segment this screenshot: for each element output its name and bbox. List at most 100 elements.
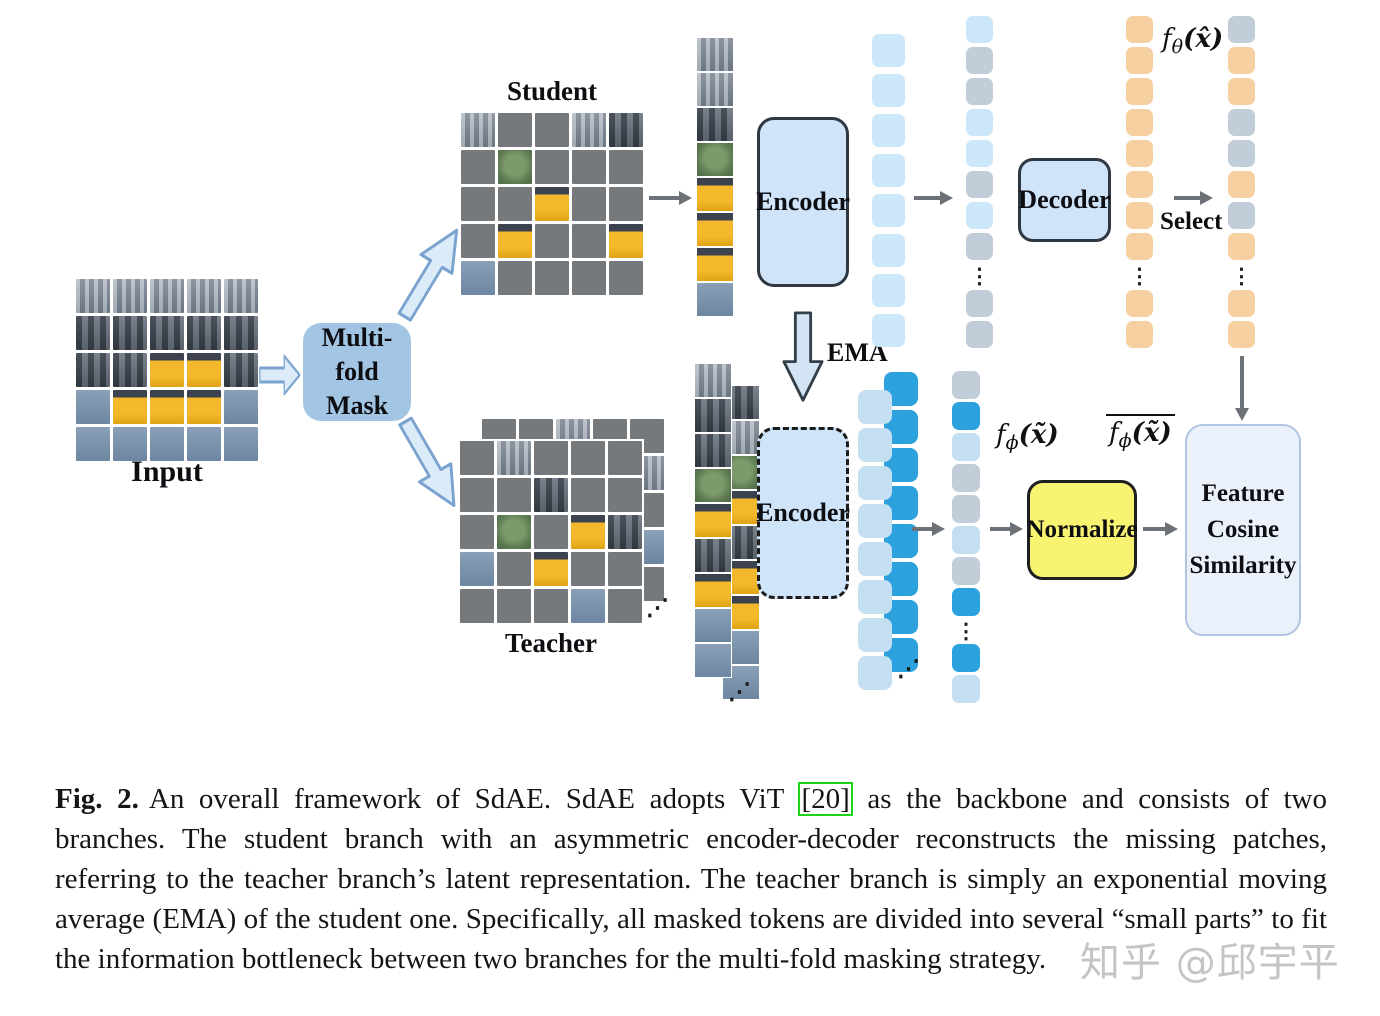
image-patch — [697, 178, 733, 211]
image-patch — [695, 574, 731, 607]
image-patch — [187, 390, 221, 424]
token-light — [872, 74, 905, 107]
masked-patch — [608, 589, 642, 623]
token-pale — [952, 675, 980, 703]
normalize-box: Normalize — [1026, 480, 1138, 580]
feature-similarity-box: Feature Cosine Similarity — [1185, 424, 1301, 636]
masked-patch — [497, 478, 531, 512]
token-orange — [1126, 16, 1153, 43]
token-light — [966, 202, 993, 229]
token-gray — [966, 78, 993, 105]
block-arrow-down-right-icon — [398, 416, 456, 508]
ema-arrow-icon — [782, 311, 824, 402]
multifold-mask-box: Multi-fold Mask — [303, 323, 411, 421]
masked-patch — [498, 261, 532, 295]
masked-patch — [534, 515, 568, 549]
token-orange — [1126, 202, 1153, 229]
image-patch — [497, 441, 531, 475]
image-patch — [113, 353, 147, 387]
image-patch — [460, 552, 494, 586]
masked-patch — [571, 552, 605, 586]
token-orange — [1228, 171, 1255, 198]
select-label: Select — [1160, 208, 1223, 235]
ellipsis-vertical: ⋮ — [1231, 262, 1252, 288]
image-patch — [695, 609, 731, 642]
image-patch — [697, 73, 733, 106]
token-gray — [952, 464, 980, 492]
arrow-normalize-to-feature — [1143, 527, 1167, 531]
image-patch — [224, 316, 258, 350]
math-f-theta-label: fθ(x̂) — [1162, 24, 1223, 58]
block-arrow-right-icon — [259, 354, 301, 396]
token-light — [872, 154, 905, 187]
masked-patch — [460, 515, 494, 549]
figure-caption: Fig. 2.An overall framework of SdAE. SdA… — [55, 779, 1327, 979]
masked-patch — [609, 261, 643, 295]
arrow-select-to-feature — [1240, 356, 1244, 410]
token-pale — [858, 428, 892, 462]
input-label: Input — [131, 455, 203, 488]
token-gray — [966, 290, 993, 317]
token-light — [872, 234, 905, 267]
math-f-phi-label: fϕ(x̃) — [996, 420, 1059, 454]
math-sub: θ — [1171, 36, 1184, 59]
image-patch — [534, 552, 568, 586]
citation-link[interactable]: [20] — [798, 782, 853, 817]
image-patch — [695, 504, 731, 537]
masked-patch — [534, 441, 568, 475]
masked-patch — [460, 441, 494, 475]
token-light — [872, 194, 905, 227]
masked-patch — [535, 224, 569, 258]
token-dark — [952, 402, 980, 430]
token-orange — [1126, 47, 1153, 74]
masked-patch — [498, 113, 532, 147]
math-fn: f — [996, 420, 1006, 450]
token-column-select-out: ⋮ — [1228, 16, 1255, 348]
teacher-encoder-label: Encoder — [756, 498, 850, 527]
token-gray — [1228, 109, 1255, 136]
arrow-student-to-patches — [649, 196, 681, 200]
teacher-encoder-box: Encoder — [756, 427, 850, 599]
image-patch — [609, 113, 643, 147]
token-orange — [1126, 109, 1153, 136]
token-pale — [952, 526, 980, 554]
token-light — [872, 274, 905, 307]
token-gray — [1228, 16, 1255, 43]
token-orange — [1228, 233, 1255, 260]
image-patch — [461, 261, 495, 295]
image-patch — [187, 353, 221, 387]
image-patch — [534, 478, 568, 512]
token-orange — [1126, 233, 1153, 260]
token-light — [872, 114, 905, 147]
student-encoder-box: Encoder — [756, 117, 850, 287]
ellipsis-vertical: ⋮ — [969, 262, 990, 288]
token-pale — [858, 542, 892, 576]
image-patch — [76, 427, 110, 461]
image-patch — [697, 38, 733, 71]
image-patch — [695, 364, 731, 397]
image-patch — [498, 150, 532, 184]
teacher-patch-strip-front — [694, 363, 732, 678]
image-patch — [497, 515, 531, 549]
token-pale — [858, 390, 892, 424]
token-light — [966, 140, 993, 167]
masked-patch — [498, 187, 532, 221]
masked-patch — [460, 478, 494, 512]
select-arrow — [1174, 196, 1202, 200]
token-pale — [952, 433, 980, 461]
masked-patch — [461, 150, 495, 184]
masked-patch — [461, 187, 495, 221]
image-patch — [76, 390, 110, 424]
arrow-zip-to-latent — [912, 527, 934, 531]
image-patch — [609, 224, 643, 258]
image-patch — [150, 390, 184, 424]
token-orange — [1126, 78, 1153, 105]
token-orange — [1228, 78, 1255, 105]
caption-fig-label: Fig. 2. — [55, 783, 139, 815]
token-orange — [1228, 47, 1255, 74]
image-patch — [697, 213, 733, 246]
token-gray — [952, 495, 980, 523]
math-fn: f — [1109, 418, 1119, 448]
math-overline-group: fϕ(x̃) — [1106, 414, 1175, 452]
token-light — [872, 314, 905, 347]
